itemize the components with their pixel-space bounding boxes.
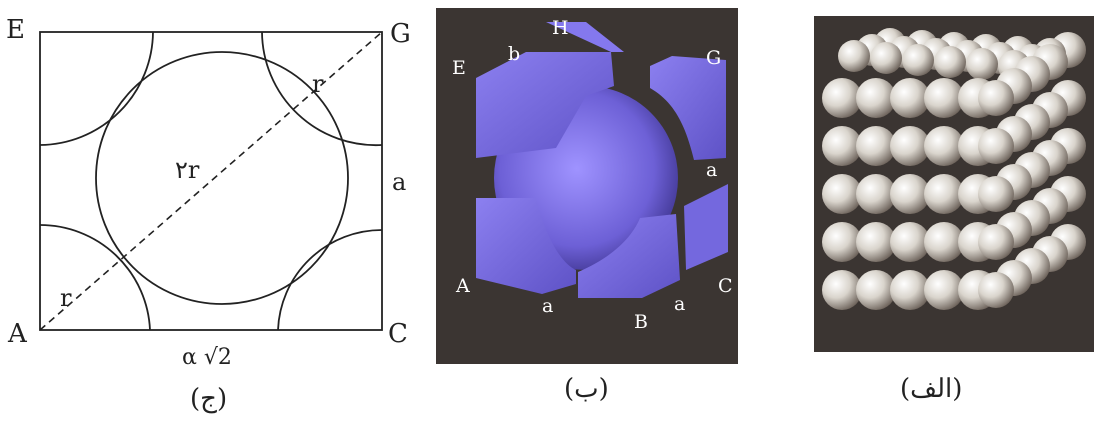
square-outline [39,31,383,331]
figure-j-diagram: E G A C r r ٢r a α √2 (ج) [0,0,430,430]
cube-label-a-bottom-right: a [674,293,685,315]
packed-sphere [838,40,870,72]
cube-label-E: E [452,57,466,79]
packed-sphere [902,44,934,76]
vertex-label-C: C [388,319,408,349]
packed-sphere [856,78,896,118]
corner-arc-bottom-right [277,229,383,331]
packed-sphere [890,78,930,118]
base-length-label: α √2 [182,345,232,370]
cube-label-G: G [706,47,721,69]
corner-arc-top-right [261,31,383,147]
packed-sphere [966,48,998,80]
vertex-label-A: A [7,319,28,349]
corner-arc-bottom-left [39,224,151,331]
side-label-a: a [392,168,406,196]
radius-label-bottom: r [60,284,72,312]
cube-label-a-bottom-left: a [542,295,553,317]
cube-label-C: C [718,275,733,297]
packed-sphere [978,80,1014,116]
radius-label-top: r [312,70,324,98]
cube-label-b: b [508,43,520,65]
vertex-label-G: G [390,19,411,49]
corner-piece-bottom-left [476,198,576,294]
packed-sphere [924,270,964,310]
packed-sphere [822,126,862,166]
packed-sphere [890,126,930,166]
square-face-diagram: E G A C r r ٢r a α √2 [6,15,411,370]
packed-sphere [870,42,902,74]
vertex-label-E: E [6,15,25,45]
packed-sphere [856,270,896,310]
packed-sphere [822,222,862,262]
figure-alef-sphere-packing: (الف) [814,16,1094,404]
packed-sphere [822,78,862,118]
figure-j-caption: (ج) [190,384,228,414]
sphere-packing-image [814,16,1094,352]
packed-sphere [890,222,930,262]
packed-sphere [978,176,1014,212]
figure-b-caption: (ب) [564,374,609,404]
packed-sphere [890,174,930,214]
cube-label-H: H [552,17,569,39]
diagonal-dashed-line [39,31,383,331]
packed-sphere [856,126,896,166]
corner-arc-top-left [39,31,154,146]
packed-sphere [924,174,964,214]
packed-sphere [924,222,964,262]
packed-sphere [924,78,964,118]
packed-sphere [978,272,1014,308]
packed-sphere [890,270,930,310]
diameter-label: ٢r [175,156,200,184]
corner-piece-bottom-right [684,184,728,270]
packed-sphere [924,126,964,166]
cube-label-B: B [634,311,648,333]
cube-label-a-right: a [706,159,717,181]
cube-label-A: A [455,275,470,297]
corner-piece-top-h [546,22,624,52]
packed-sphere [856,222,896,262]
unit-cell-3d: H E b G a A a B a C [436,8,738,364]
corner-piece-bottom-center [578,214,680,298]
figure-b-cube: H E b G a A a B a C (ب) [436,8,738,404]
figure-alef-caption: (الف) [900,374,963,404]
packed-sphere [822,174,862,214]
packed-sphere [822,270,862,310]
packed-sphere [978,128,1014,164]
center-circle [95,51,349,305]
corner-piece-top-right [650,56,726,160]
packed-sphere [856,174,896,214]
packed-sphere [978,224,1014,260]
corner-piece-top-left [476,52,614,158]
packed-sphere [934,46,966,78]
